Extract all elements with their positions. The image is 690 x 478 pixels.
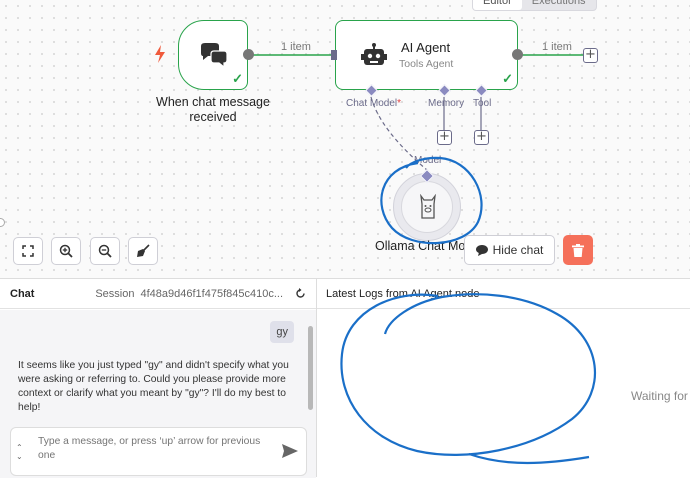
session-info: Session 4f48a9d46f1f475f845c410c... [95, 288, 306, 300]
trigger-node-label: When chat message received [156, 95, 270, 124]
agent-title: AI Agent [401, 40, 451, 55]
history-arrows-icon[interactable]: ⌃⌄ [16, 443, 23, 461]
ai-agent-node[interactable]: AI Agent Tools Agent ✓ [335, 20, 518, 90]
zoom-in-button[interactable] [51, 237, 81, 265]
llama-icon [420, 194, 436, 219]
broom-icon [137, 244, 150, 257]
delete-button[interactable] [563, 235, 593, 265]
fit-view-icon [22, 245, 34, 257]
reset-zoom-button[interactable] [128, 237, 158, 265]
zoom-in-icon [59, 244, 73, 258]
tool-label: Tool [473, 98, 492, 109]
zoom-out-button[interactable] [90, 237, 120, 265]
add-tool-button[interactable]: + [474, 130, 489, 145]
connection-item-count: 1 item [281, 41, 311, 53]
logs-title: Latest Logs from AI Agent node [326, 287, 480, 300]
view-tabs: Editor Executions [472, 0, 597, 11]
output-item-count: 1 item [542, 41, 572, 53]
logs-header: Latest Logs from AI Agent node [317, 279, 690, 309]
chat-input-box[interactable]: ⌃⌄ [10, 427, 307, 476]
success-check-icon: ✓ [502, 71, 513, 86]
waiting-message: Waiting for [631, 389, 688, 403]
tab-executions[interactable]: Executions [531, 0, 586, 7]
chat-scrollbar[interactable] [308, 326, 313, 410]
hide-chat-button[interactable]: Hide chat [464, 235, 555, 265]
model-port-label: Model [414, 155, 442, 166]
fit-view-button[interactable] [13, 237, 43, 265]
add-memory-button[interactable]: + [437, 130, 452, 145]
trigger-bolt-icon [155, 45, 165, 63]
send-icon[interactable] [282, 444, 298, 458]
chat-bubble-icon [475, 244, 488, 256]
trigger-output-port[interactable] [243, 49, 254, 60]
add-node-button[interactable]: + [583, 48, 598, 63]
trash-icon [572, 243, 584, 257]
chat-bubbles-icon [201, 43, 228, 69]
hide-chat-label: Hide chat [492, 243, 544, 257]
ollama-node[interactable] [393, 173, 461, 241]
robot-icon [361, 43, 387, 65]
session-label: Session [95, 287, 135, 300]
model-connection [370, 96, 428, 171]
tab-editor[interactable]: Editor [473, 0, 522, 10]
refresh-session-icon[interactable] [295, 288, 306, 299]
trigger-node[interactable]: ✓ [178, 20, 248, 90]
agent-input-port[interactable] [331, 50, 337, 60]
success-check-icon: ✓ [232, 71, 243, 86]
workflow-canvas[interactable]: Editor Executions ✓ When chat message re… [0, 0, 690, 278]
user-message: gy [270, 321, 294, 343]
bot-message: It seems like you just typed "gy" and di… [18, 360, 289, 413]
session-id[interactable]: 4f48a9d46f1f475f845c410c... [140, 287, 283, 300]
side-panel-toggle[interactable] [0, 218, 5, 227]
zoom-out-icon [98, 244, 112, 258]
logs-panel: Latest Logs from AI Agent node Waiting f… [317, 278, 690, 477]
chat-message-input[interactable] [38, 435, 268, 469]
memory-label: Memory [428, 98, 465, 109]
agent-subtitle: Tools Agent [399, 58, 454, 70]
chat-panel: Chat Session 4f48a9d46f1f475f845c410c...… [0, 278, 317, 478]
ollama-node-label: Ollama Chat Mod [375, 239, 473, 253]
chat-messages[interactable]: gy It seems like you just typed "gy" and… [0, 310, 316, 478]
chat-model-label: Chat Model* [346, 98, 402, 109]
agent-output-port[interactable] [512, 49, 523, 60]
chat-title: Chat [10, 287, 35, 300]
chat-header: Chat Session 4f48a9d46f1f475f845c410c... [0, 279, 316, 309]
